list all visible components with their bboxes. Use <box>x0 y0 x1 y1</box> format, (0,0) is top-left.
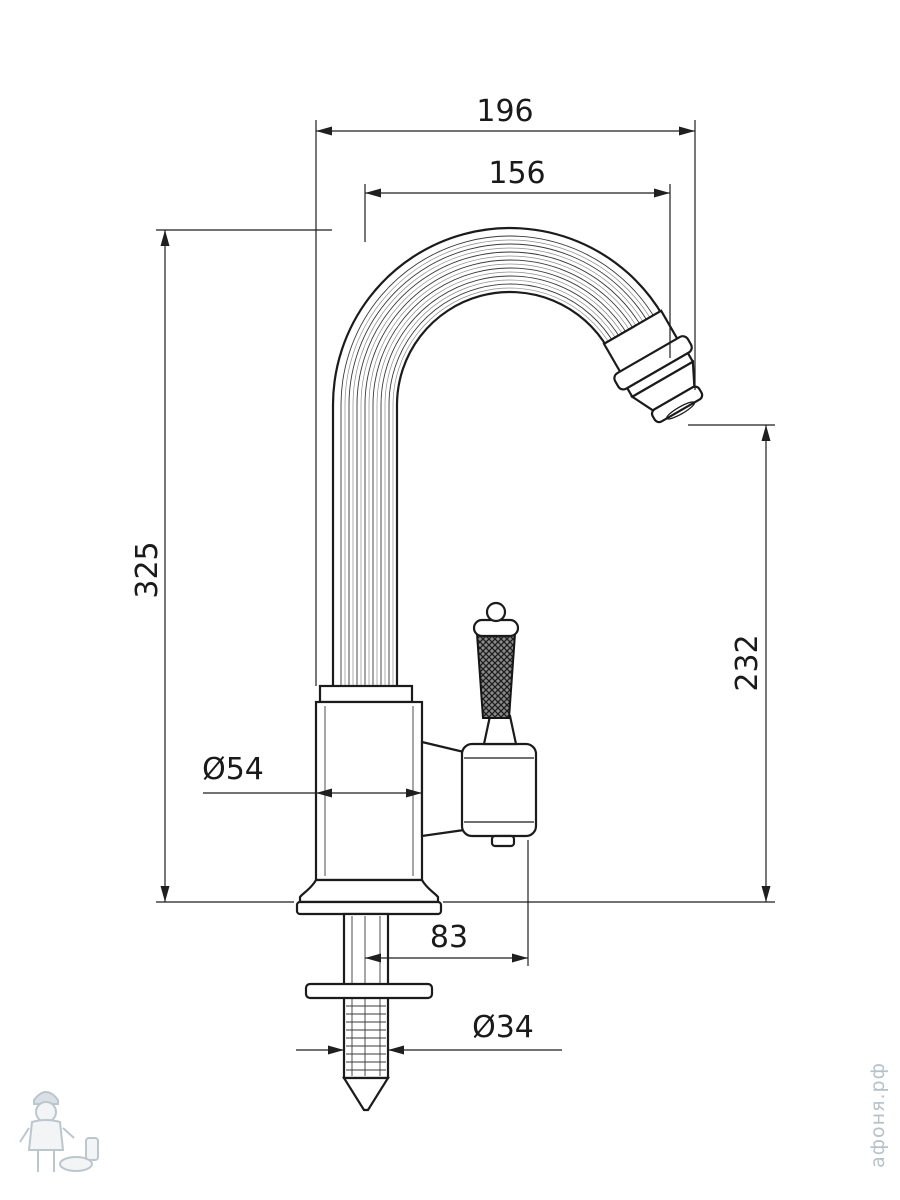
base-bell <box>298 878 440 904</box>
shank-thread-lines <box>346 1005 386 1071</box>
dim-label-156: 156 <box>488 156 545 191</box>
body-top-collar <box>318 684 414 704</box>
dim-overall-height: 325 <box>130 229 332 903</box>
spout-outlet-opening <box>665 401 696 420</box>
handle-stem <box>482 714 518 746</box>
dim-label-83: 83 <box>430 920 468 955</box>
faucet-body <box>295 684 443 916</box>
body-cylinder <box>314 700 424 882</box>
handle-cap-disc <box>472 618 520 638</box>
spout-tube-hatching <box>340 235 657 690</box>
base-plate <box>295 900 443 916</box>
handle-assembly <box>420 601 538 848</box>
dim-shank-diameter: Ø34 <box>296 1010 562 1055</box>
spout-end-nozzle <box>602 309 704 424</box>
handle-connector <box>420 740 466 838</box>
spout-tube-outline <box>331 226 665 692</box>
dim-spout-reach: 156 <box>364 156 671 358</box>
handle-grip <box>475 633 517 719</box>
dim-label-196: 196 <box>476 94 533 129</box>
dim-label-d54: Ø54 <box>202 752 264 787</box>
mounting-flange <box>304 982 434 1000</box>
dim-spout-height: 232 <box>443 424 775 903</box>
dim-handle-offset: 83 <box>365 840 529 966</box>
shank-tip <box>342 1076 390 1112</box>
dim-label-325: 325 <box>130 541 165 598</box>
dim-body-diameter: Ø54 <box>202 752 422 798</box>
dim-label-232: 232 <box>730 634 765 691</box>
handle-top-ball <box>485 601 507 623</box>
spout-outlet-rim <box>650 385 704 424</box>
dim-overall-width: 196 <box>315 94 696 686</box>
faucet-spout-tube <box>331 226 665 692</box>
housing-bottom-nub <box>490 834 516 848</box>
dim-label-d34: Ø34 <box>472 1010 534 1045</box>
watermark-brand-text: афоня.рф <box>867 1062 889 1168</box>
plumber-with-toilet-icon <box>19 1091 99 1172</box>
mounting-shank <box>304 912 434 1112</box>
